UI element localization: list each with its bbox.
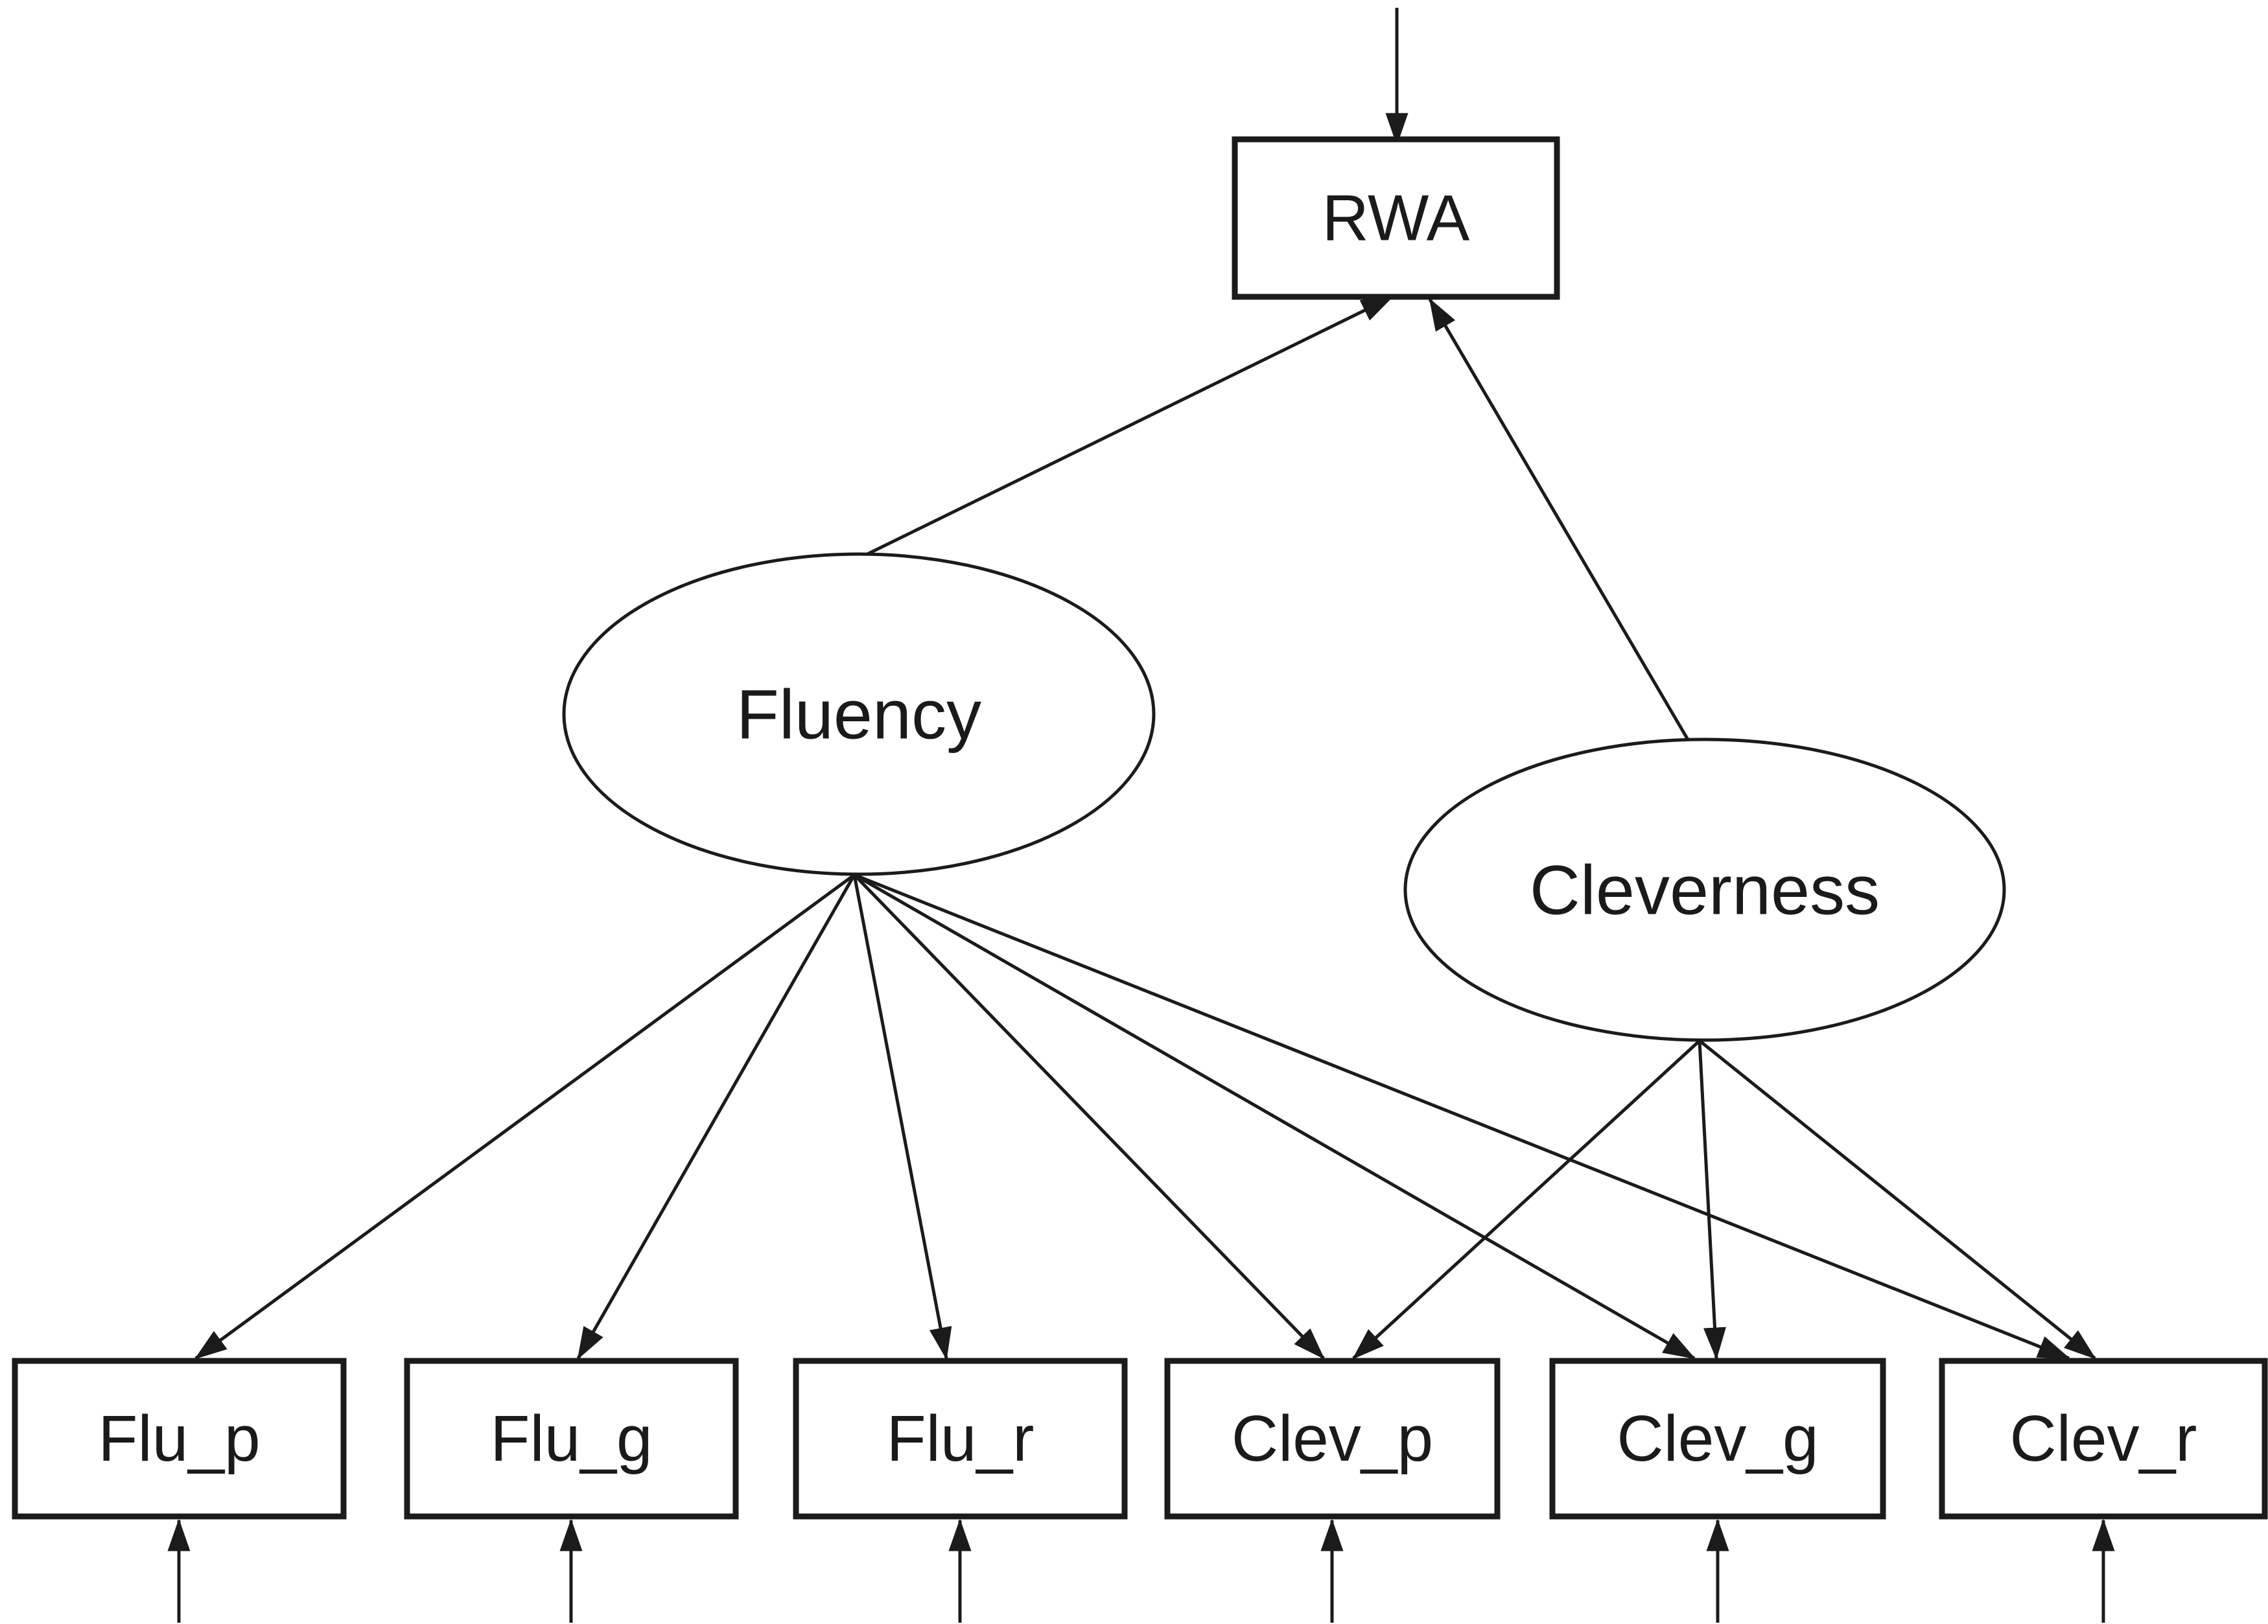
node-label-flu_p: Flu_p — [98, 1402, 260, 1475]
edge-fluency-to-clev-r — [854, 873, 2071, 1360]
node-box-clev_p — [1164, 1358, 1501, 1520]
edge-fluency-to-flu-g — [576, 874, 856, 1360]
edge-fluency-to-clev-p — [853, 874, 1325, 1360]
edge-cleverness-to-clev-g — [1698, 1040, 1726, 1360]
node-box-clev_g — [1549, 1358, 1886, 1520]
node-box-clev_r — [1939, 1358, 2268, 1520]
node-ellipse-fluency — [562, 552, 1156, 876]
edge-fluency-to-flu-p — [194, 873, 856, 1360]
node-box-flu_r — [793, 1358, 1128, 1520]
node-box-rwa — [1232, 136, 1560, 300]
node-box-flu_p — [12, 1358, 347, 1520]
node-label-cleverness: Cleverness — [1530, 851, 1880, 929]
edge-cleverness-to-rwa — [1428, 297, 1690, 742]
node-label-rwa: RWA — [1322, 182, 1470, 255]
node-label-flu_g: Flu_g — [490, 1402, 652, 1475]
node-box-flu_g — [404, 1358, 739, 1520]
node-ellipse-cleverness — [1403, 737, 2006, 1042]
node-label-clev_p: Clev_p — [1232, 1402, 1433, 1475]
node-label-clev_g: Clev_g — [1617, 1402, 1818, 1475]
edge-fluency-to-clev-g — [853, 873, 1696, 1360]
edge-fluency-to-rwa — [862, 295, 1394, 558]
edge-cleverness-to-clev-r — [1698, 1039, 2096, 1360]
node-label-flu_r: Flu_r — [887, 1402, 1035, 1475]
edge-cleverness-to-clev-p — [1352, 1039, 1701, 1360]
node-label-clev_r: Clev_r — [2010, 1402, 2197, 1475]
edge-fluency-to-flu-r — [852, 874, 952, 1360]
node-label-fluency: Fluency — [736, 675, 981, 754]
